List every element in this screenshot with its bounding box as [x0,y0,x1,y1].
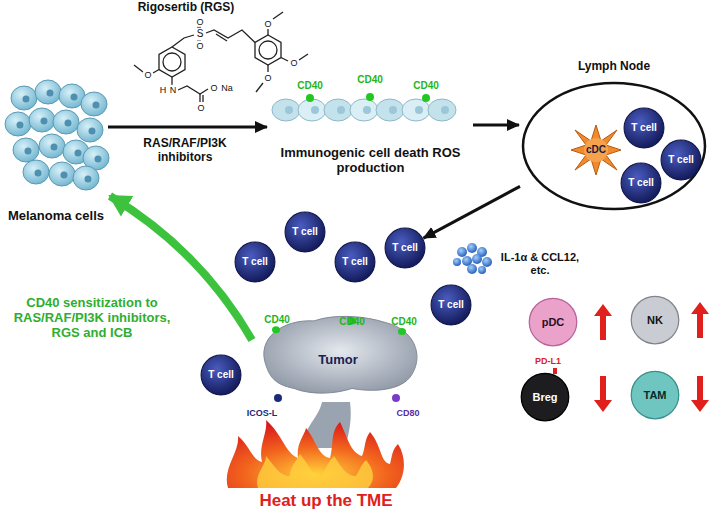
edge-label: CD40 sensitization to RAS/RAF/PI3K inhib… [3,296,181,341]
cytokine-label: IL-1α & CCL12, etc. [494,251,586,276]
node-label: T cell [242,256,268,268]
breg-cell: Breg [520,372,570,422]
lymph-node: Lymph Node cDC T cell T cell T cell [520,60,708,212]
title: Rigosertib (RGS) [138,1,235,15]
node-label: Breg [532,391,557,404]
cdc-cell: cDC [570,124,622,176]
atom: O [263,73,272,83]
marker-label: ICOS-L [247,408,278,418]
heading: Heat up the TME [259,491,392,511]
t-cell: T cell [200,354,242,396]
atom: O [143,70,152,80]
atom: O [196,103,205,113]
t-cell: T cell [623,107,665,149]
node-label: Melanoma cells [8,209,104,224]
t-cell: T cell [620,162,662,204]
t-cell: T cell [334,241,376,283]
pdc-cell: pDC [528,297,578,347]
node-label: cDC [586,144,606,156]
atom: O [263,19,272,29]
node-label: NK [647,314,663,327]
node-label: Immunogenic cell death ROS production [281,146,461,176]
lymph-node-outline [520,60,708,212]
atom: N [169,85,178,95]
node-label: T cell [342,256,368,268]
node-label: T cell [628,177,654,189]
node-label: T cell [392,242,418,254]
marker-label: PD-L1 [535,356,561,366]
edge-label: RAS/RAF/PI3K inhibitors [129,137,241,165]
connector [424,186,520,238]
marker-label: CD80 [396,408,419,418]
cd40-label: CD40 [297,80,323,92]
node-label: TAM [643,389,666,402]
t-cell: T cell [384,227,426,269]
node-label: T cell [438,299,464,311]
cd40-label: CD40 [413,80,439,92]
atom: H [159,85,168,95]
cd40-label: CD40 [339,316,365,328]
connector [473,124,519,127]
chemical-structure [134,12,308,102]
t-cell: T cell [284,211,326,253]
tam-cell: TAM [630,370,680,420]
node-label: Tumor [318,353,357,368]
melanoma-cluster [4,78,108,228]
node-label: pDC [542,316,565,329]
atom: O [195,41,204,51]
node-label: Lymph Node [578,60,650,74]
connector [108,126,267,129]
atom: S [196,28,205,40]
t-cell: T cell [660,139,702,181]
fire-icon [227,420,404,488]
cd40-label: CD40 [391,316,417,328]
nk-cell: NK [630,295,680,345]
melanoma-cells: Melanoma cells [4,78,108,228]
t-cell: T cell [430,284,472,326]
atom: O [195,17,204,27]
node-label: T cell [631,122,657,134]
atom: O [209,83,218,93]
change-arrows [594,302,709,412]
node-label: T cell [668,154,694,166]
cytokine-icon [453,243,492,274]
t-cell: T cell [234,241,276,283]
atom: Na [220,83,234,93]
node-label: T cell [208,369,234,381]
cd40-label: CD40 [357,74,383,86]
node-label: T cell [292,226,318,238]
cd40-label: CD40 [264,314,290,326]
atom: O [289,58,298,68]
